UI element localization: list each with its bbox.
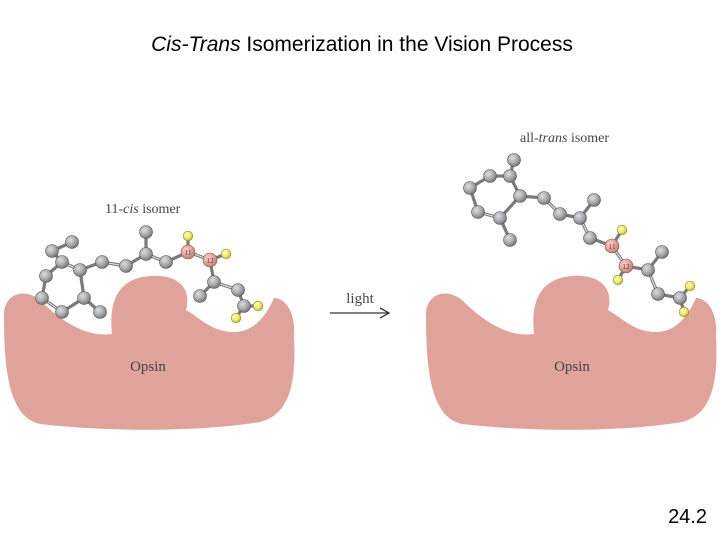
- opsin-protein-right: [425, 275, 717, 430]
- title-rest: Isomerization in the Vision Process: [240, 33, 573, 56]
- carbon-12-left: [202, 252, 218, 268]
- isomer-label-right: all-trans isomer: [520, 131, 609, 146]
- slide-title: Cis-Trans Isomerization in the Vision Pr…: [0, 33, 720, 57]
- light-arrow: [330, 307, 391, 319]
- page-number: 24.2: [668, 506, 707, 528]
- carbon-atoms-right: [463, 153, 687, 305]
- carbon-12-label-right: 12: [622, 262, 630, 271]
- opsin-label-left: Opsin: [130, 359, 166, 375]
- carbon-11-label-left: 11: [184, 248, 191, 257]
- carbon-12-label-left: 12: [206, 256, 214, 265]
- carbon-11-left: [180, 244, 196, 260]
- carbon-11-right: [604, 238, 620, 254]
- hydrogen-atoms-right: [612, 224, 696, 318]
- opsin-label-right: Opsin: [554, 359, 590, 375]
- molecule-all-trans: 11 12: [463, 153, 696, 318]
- labeled-carbons-left: 11 12: [180, 244, 218, 268]
- labeled-carbons-right: 11 12: [604, 238, 634, 274]
- arrow-label: light: [346, 291, 374, 307]
- carbon-12-right: [618, 258, 634, 274]
- opsin-protein-left: [3, 275, 295, 430]
- molecule-11-cis: 11 12: [35, 225, 264, 324]
- isomer-label-left: 11-cis isomer: [105, 202, 181, 217]
- carbon-11-label-right: 11: [608, 242, 615, 251]
- hydrogen-atoms-left: [182, 230, 264, 324]
- title-italic-part: Cis-Trans: [151, 33, 241, 56]
- carbon-atoms-left: [35, 225, 251, 319]
